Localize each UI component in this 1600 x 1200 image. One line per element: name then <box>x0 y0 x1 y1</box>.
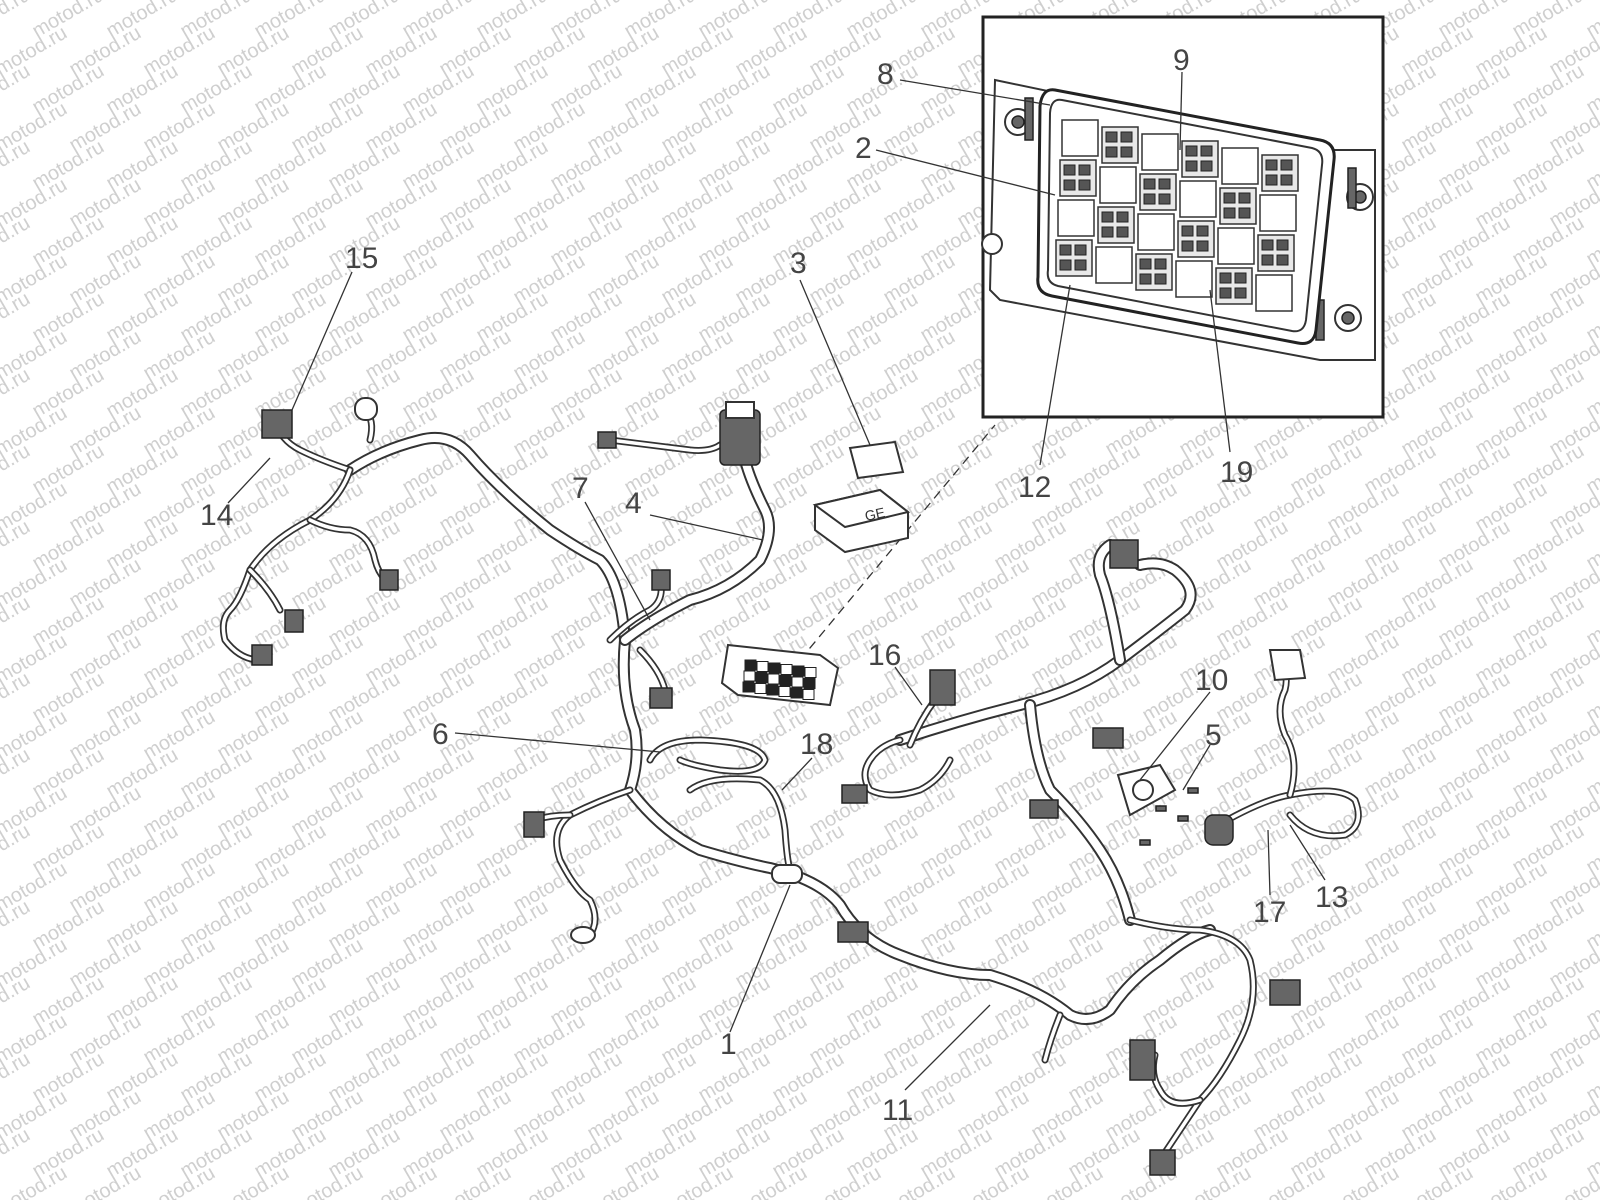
callout-3: 3 <box>790 247 807 280</box>
fuse-slot <box>1074 244 1087 256</box>
small-fuse-cell <box>743 670 756 682</box>
fuse-slot <box>1265 159 1278 171</box>
fuse-slot <box>1154 258 1167 270</box>
callout-13: 13 <box>1315 881 1348 914</box>
fuse-slot <box>1116 211 1129 223</box>
fuse-slot <box>1059 244 1072 256</box>
callout-7: 7 <box>572 472 589 505</box>
fuse-slot <box>1185 160 1198 172</box>
small-fuse-cell <box>755 672 768 683</box>
fuse-slot <box>1063 164 1076 176</box>
fuse-slot <box>1280 159 1293 171</box>
relay-cell <box>1057 199 1095 237</box>
callout-12: 12 <box>1018 471 1051 504</box>
relay-cell <box>1217 227 1255 265</box>
fuse-slot <box>1196 225 1209 237</box>
callout-11: 11 <box>882 1094 913 1127</box>
fuse-slot <box>1200 160 1213 172</box>
fuse-slot <box>1265 174 1278 186</box>
relay-cell <box>1141 133 1179 171</box>
fuse-slot <box>1181 240 1194 252</box>
relay-cell <box>1061 119 1099 157</box>
small-fuse-cell <box>756 661 769 672</box>
callout-8: 8 <box>877 58 894 91</box>
relay-cell <box>1255 274 1293 312</box>
fuse-slot <box>1185 145 1198 157</box>
relay-cell <box>1221 147 1259 185</box>
fuse-slot <box>1219 287 1232 299</box>
fuse-slot <box>1105 131 1118 143</box>
relay-cell <box>1259 194 1297 232</box>
callout-4: 4 <box>625 487 642 520</box>
fuse-slot <box>1120 146 1133 158</box>
callout-1: 1 <box>720 1028 737 1061</box>
small-fuse-cell <box>742 681 755 693</box>
fuse-slot <box>1116 226 1129 238</box>
callout-17: 17 <box>1253 896 1286 929</box>
relay-cell <box>1095 246 1133 284</box>
small-fuse-cell <box>802 689 815 700</box>
callout-16: 16 <box>868 639 901 672</box>
callout-10: 10 <box>1195 664 1228 697</box>
fuse-slot <box>1105 146 1118 158</box>
callout-5: 5 <box>1205 719 1222 752</box>
callout-18: 18 <box>800 728 833 761</box>
fuse-slot <box>1063 179 1076 191</box>
small-fuse-cell <box>780 664 793 675</box>
fuse-slot <box>1074 259 1087 271</box>
callout-15: 15 <box>345 242 378 275</box>
fuse-slot <box>1101 226 1114 238</box>
small-fuse-cell <box>766 684 779 696</box>
fuse-slot <box>1059 259 1072 271</box>
fuse-slot <box>1143 178 1156 190</box>
fuse-slot <box>1158 193 1171 205</box>
relay-cell <box>1099 166 1137 204</box>
fuse-slot <box>1223 192 1236 204</box>
fuse-slot <box>1223 207 1236 219</box>
small-fuse-cell <box>804 667 817 678</box>
small-fuse-cell <box>778 686 791 697</box>
small-fuse-cell <box>791 676 804 688</box>
fuse-slot <box>1078 164 1091 176</box>
small-fuse-cell <box>767 673 780 685</box>
small-fuse-cell <box>790 687 803 699</box>
callout-9: 9 <box>1173 44 1190 77</box>
fuse-slot <box>1276 254 1289 266</box>
small-fuse-cell <box>792 665 805 677</box>
fuse-slot <box>1158 178 1171 190</box>
fuse-slot <box>1261 239 1274 251</box>
fuse-slot <box>1139 273 1152 285</box>
fuse-slot <box>1120 131 1133 143</box>
fuse-slot <box>1078 179 1091 191</box>
fuse-slot <box>1234 272 1247 284</box>
fuse-slot <box>1101 211 1114 223</box>
small-fuse-cell <box>779 675 792 686</box>
fuse-slot <box>1276 239 1289 251</box>
fuse-slot <box>1238 207 1251 219</box>
callout-14: 14 <box>200 499 233 532</box>
fuse-slot <box>1196 240 1209 252</box>
small-fuse-cell <box>803 678 816 689</box>
callout-19: 19 <box>1220 456 1253 489</box>
fuse-slot <box>1261 254 1274 266</box>
fuse-slot <box>1154 273 1167 285</box>
fuse-slot <box>1181 225 1194 237</box>
small-fuse-cell <box>754 683 767 694</box>
relay-cell <box>1137 213 1175 251</box>
fuse-slot <box>1234 287 1247 299</box>
fuse-slot <box>1200 145 1213 157</box>
callout-2: 2 <box>855 132 872 165</box>
watermark-text: motod.ru <box>0 0 34 42</box>
relay-cell <box>1175 260 1213 298</box>
small-fuse-cell <box>744 659 757 671</box>
fuse-slot <box>1139 258 1152 270</box>
fuse-slot <box>1238 192 1251 204</box>
small-fuse-cell <box>768 662 781 674</box>
relay-cell <box>1179 180 1217 218</box>
fuse-slot <box>1219 272 1232 284</box>
fuse-slot <box>1143 193 1156 205</box>
fuse-slot <box>1280 174 1293 186</box>
callout-6: 6 <box>432 718 449 751</box>
